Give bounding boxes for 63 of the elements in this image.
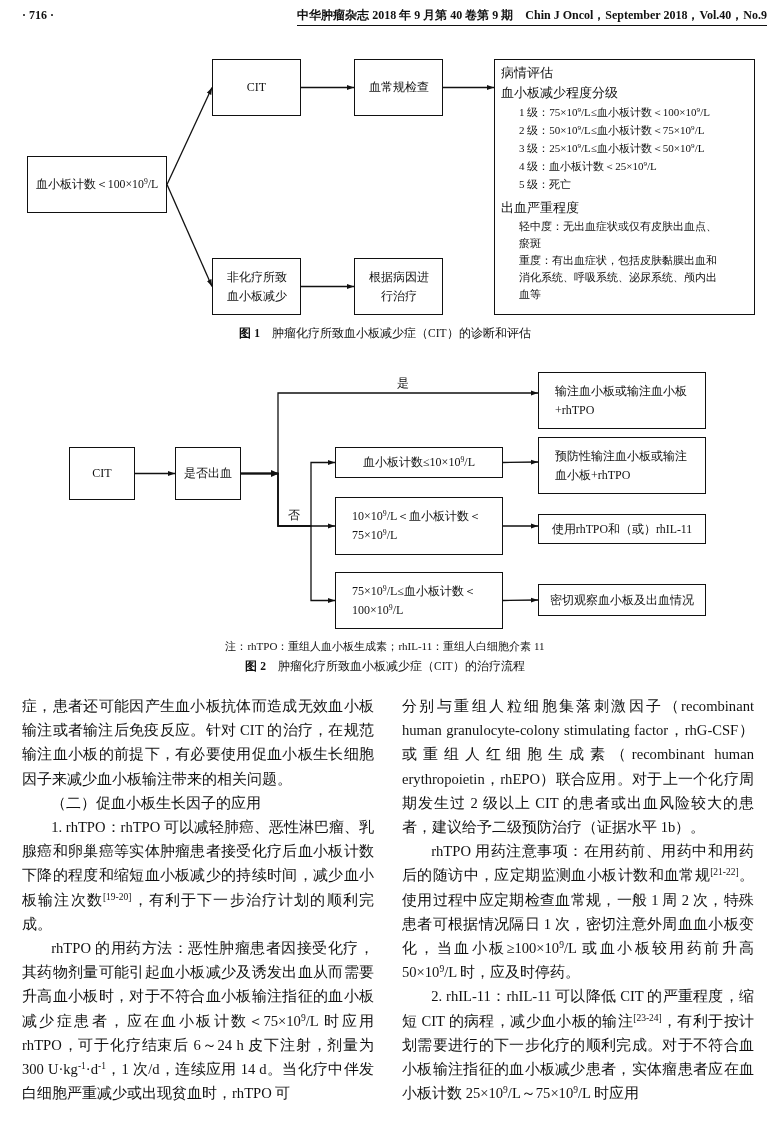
box-label: 是否出血 xyxy=(184,465,232,482)
severity-description: 重度：有出血症状，包括皮肤黏膜出血和消化系统、呼吸系统、泌尿系统、颅内出血等 xyxy=(518,253,718,302)
box-label: 血常规检查 xyxy=(368,79,429,96)
decision-box xyxy=(175,447,241,500)
panel-subheading: 血小板减少程度分级 xyxy=(501,85,618,102)
arrow xyxy=(502,523,539,529)
grade-line: 2 级：50×10$^{9}$/L≤血小板计数＜75×10$^{9}$/L xyxy=(518,123,705,138)
grade-line: 4 级：血小板计数＜25×10$^{9}$/L xyxy=(518,159,657,174)
arrow xyxy=(442,85,495,90)
body-paragraph: 2. rhIL-11：rhIL-11 可以降低 CIT 的严重程度，缩短 CIT 的病程，减少血小板的输注$^{[23-24]}$，有利于按计划需要进行的下一步化疗的顺利完成。对于不符合血小板输注指征的血小板减少患者，实体瘤患者应在血小板计数 25×10$^{9}$/L～75×10$^{9}$/L 时应用 xyxy=(402,987,754,1104)
process-box xyxy=(212,258,301,315)
arrow xyxy=(300,85,355,90)
process-box xyxy=(354,59,443,116)
process-box xyxy=(538,514,706,544)
box-label: CIT xyxy=(92,465,112,482)
figure-caption: 图 1 肿瘤化疗所致血小板减少症（CIT）的诊断和评估 xyxy=(238,326,532,341)
process-box xyxy=(538,372,706,429)
box-label: CIT xyxy=(246,79,267,96)
panel-heading: 病情评估 xyxy=(501,65,553,82)
edge-label: 否 xyxy=(287,508,301,522)
process-box xyxy=(335,497,503,555)
box-label: 血小板计数≤10×10$^{9}$/L xyxy=(363,454,475,471)
arrow xyxy=(166,183,213,288)
grade-line: 5 级：死亡 xyxy=(518,177,572,192)
arrow xyxy=(134,471,176,476)
box-label: 10×10$^{9}$/L＜血小板计数＜75×10$^{9}$/L xyxy=(352,508,483,544)
arrow xyxy=(240,472,336,603)
process-box xyxy=(538,437,706,494)
process-box xyxy=(212,59,301,116)
body-paragraph: 分别与重组人粒细胞集落刺激因子（recombinant human granulocyte-colony stimulating factor，rhG-CSF）或重组人红细胞生成素（recombinant human erythropoietin，rhEPO）联合应用。对于上一个化疗周期发生过 2 级以上 CIT 的患者或出血风险较大的患者，建议给予二级预防治疗（证据水平 1b）。 xyxy=(402,697,754,837)
figure-caption: 图 2 肿瘤化疗所致血小板减少症（CIT）的治疗流程 xyxy=(244,659,526,674)
grade-line: 3 级：25×10$^{9}$/L≤血小板计数＜50×10$^{9}$/L xyxy=(518,141,705,156)
section-heading: （二）促血小板生长因子的应用 xyxy=(50,793,263,813)
figure-note: 注：rhTPO：重组人血小板生成素；rhIL-11：重组人白细胞介素 11 xyxy=(224,639,546,654)
process-box xyxy=(538,584,706,616)
box-label: 预防性输注血小板或输注血小板+rhTPO xyxy=(555,447,688,484)
body-paragraph: rhTPO 的用药方法：恶性肿瘤患者因接受化疗，其药物剂量可能引起血小板减少及诱发出血从而需要升高血小板时，对于不符合血小板输注指征的血小板减少症患者，应在血小板计数＜75×10$^{9}$/L 时应用 rhTPO，可于化疗结束后 6～24 h 皮下注射，剂量为 300 U·kg$^{-1}$·d$^{-1}$，1 次/d，连续应用 14 d。当化疗中伴发白细胞严重减少或出现贫血时，rhTPO 可 xyxy=(22,939,374,1104)
box-label: 75×10$^{9}$/L≤血小板计数＜100×10$^{9}$/L xyxy=(352,582,477,619)
page-number: · 716 · xyxy=(22,8,54,23)
body-paragraph: 1. rhTPO：rhTPO 可以减轻肺癌、恶性淋巴瘤、乳腺癌和卵巢癌等实体肿瘤患者接受化疗后血小板计数下降的程度和缩短血小板减少的持续时间，减少血小板输注次数$^{[19-20]}$，有利于下一步治疗计划的顺利完成。 xyxy=(22,818,374,934)
process-box xyxy=(69,447,135,500)
severity-description: 轻中度：无出血症状或仅有皮肤出血点、瘀斑 xyxy=(518,219,718,251)
body-paragraph: rhTPO 用药注意事项：在用药前、用药中和用药后的随访中，应定期监测血小板计数和血常规$^{[21-22]}$。使用过程中应定期检查血常规，一般 1 周 2 次，特殊患者可根据情况隔日 1 次，密切注意外周血血小板变化，当血小板≥100×10$^{9}$/L 或血小板较用药前升高 50×10$^{9}$/L 时，应及时停药。 xyxy=(402,842,754,983)
box-label: 根据病因进行治疗 xyxy=(367,268,430,305)
box-label: 使用rhTPO和（或）rhIL-11 xyxy=(551,520,693,538)
process-box xyxy=(354,258,443,315)
grade-line: 1 级：75×10$^{9}$/L≤血小板计数＜100×10$^{9}$/L xyxy=(518,105,710,120)
body-paragraph: 症，患者还可能因产生血小板抗体而造成无效血小板输注或者输注后免疫反应。针对 CIT 的治疗，在规范输注血小板的前提下，有必要使用促血小板生长细胞因子来减少血小板输注带来的相关问题。 xyxy=(22,697,374,789)
edge-label: 是 xyxy=(396,376,410,390)
panel-subheading: 出血严重程度 xyxy=(501,200,579,217)
box-label: 输注血小板或输注血小板+rhTPO xyxy=(555,382,688,419)
box-label: 血小板计数＜100×10$^{9}$/L xyxy=(35,176,159,193)
arrow xyxy=(300,284,355,289)
running-header: 中华肿瘤杂志 2018 年 9 月第 40 卷第 9 期 Chin J Oncol，September 2018，Vol.40，No.9 xyxy=(297,7,767,26)
arrow xyxy=(502,597,539,603)
process-box xyxy=(27,156,167,213)
box-label: 非化疗所致血小板减少 xyxy=(225,268,288,305)
process-box xyxy=(335,572,503,629)
assessment-panel xyxy=(494,59,755,315)
arrow xyxy=(166,86,213,186)
arrow xyxy=(502,459,539,465)
box-label: 密切观察血小板及出血情况 xyxy=(550,591,694,609)
process-box xyxy=(335,447,503,478)
